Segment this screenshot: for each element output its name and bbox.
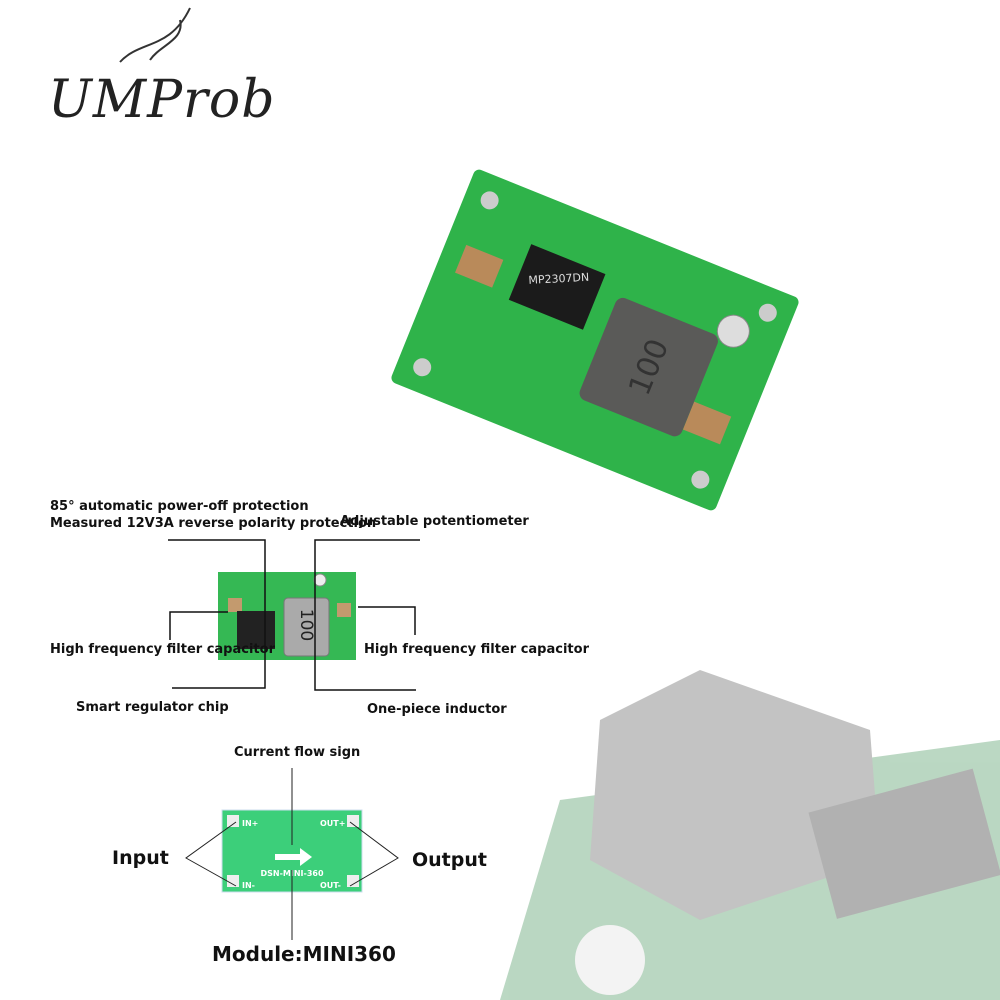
- label-cap-right: High frequency filter capacitor: [364, 642, 589, 657]
- silkscreen-out-minus: OUT-: [320, 881, 341, 890]
- regulator-chip: [508, 244, 606, 330]
- label-input: Input: [112, 847, 169, 869]
- label-potentiometer: Adjustable potentiometer: [340, 514, 529, 529]
- potentiometer: [716, 314, 750, 348]
- silkscreen-in-minus: IN-: [242, 881, 255, 890]
- label-reverse-polarity: Measured 12V3A reverse polarity protecti…: [50, 516, 377, 531]
- label-cap-left: High frequency filter capacitor: [50, 642, 275, 657]
- logo-text: UMProb: [48, 70, 276, 130]
- leader-lines: [168, 539, 420, 691]
- silkscreen-out-plus: OUT+: [320, 819, 345, 828]
- label-module: Module:MINI360: [212, 942, 396, 966]
- brand-logo: UMProb: [48, 70, 276, 130]
- back-leader-lines: [185, 768, 399, 940]
- silkscreen-in-plus: IN+: [242, 819, 258, 828]
- capacitor-left: [455, 244, 504, 288]
- capacitor-right: [682, 401, 732, 445]
- faded-inductor: [590, 670, 880, 920]
- faded-chip: [808, 768, 1000, 919]
- label-current-flow: Current flow sign: [234, 745, 361, 760]
- annotated-board: 100: [218, 572, 356, 660]
- logo-flourish: [119, 7, 191, 63]
- label-chip: Smart regulator chip: [76, 700, 229, 715]
- product-photo: MP2307DN 100: [391, 169, 799, 511]
- chip-marking: MP2307DN: [528, 271, 589, 287]
- label-thermal: 85° automatic power-off protection: [50, 499, 309, 514]
- label-output: Output: [412, 849, 487, 871]
- inductor-marking-small: 100: [296, 609, 316, 641]
- faded-closeup-photo: [500, 670, 1000, 1000]
- inductor: [579, 297, 718, 437]
- label-inductor: One-piece inductor: [367, 702, 507, 717]
